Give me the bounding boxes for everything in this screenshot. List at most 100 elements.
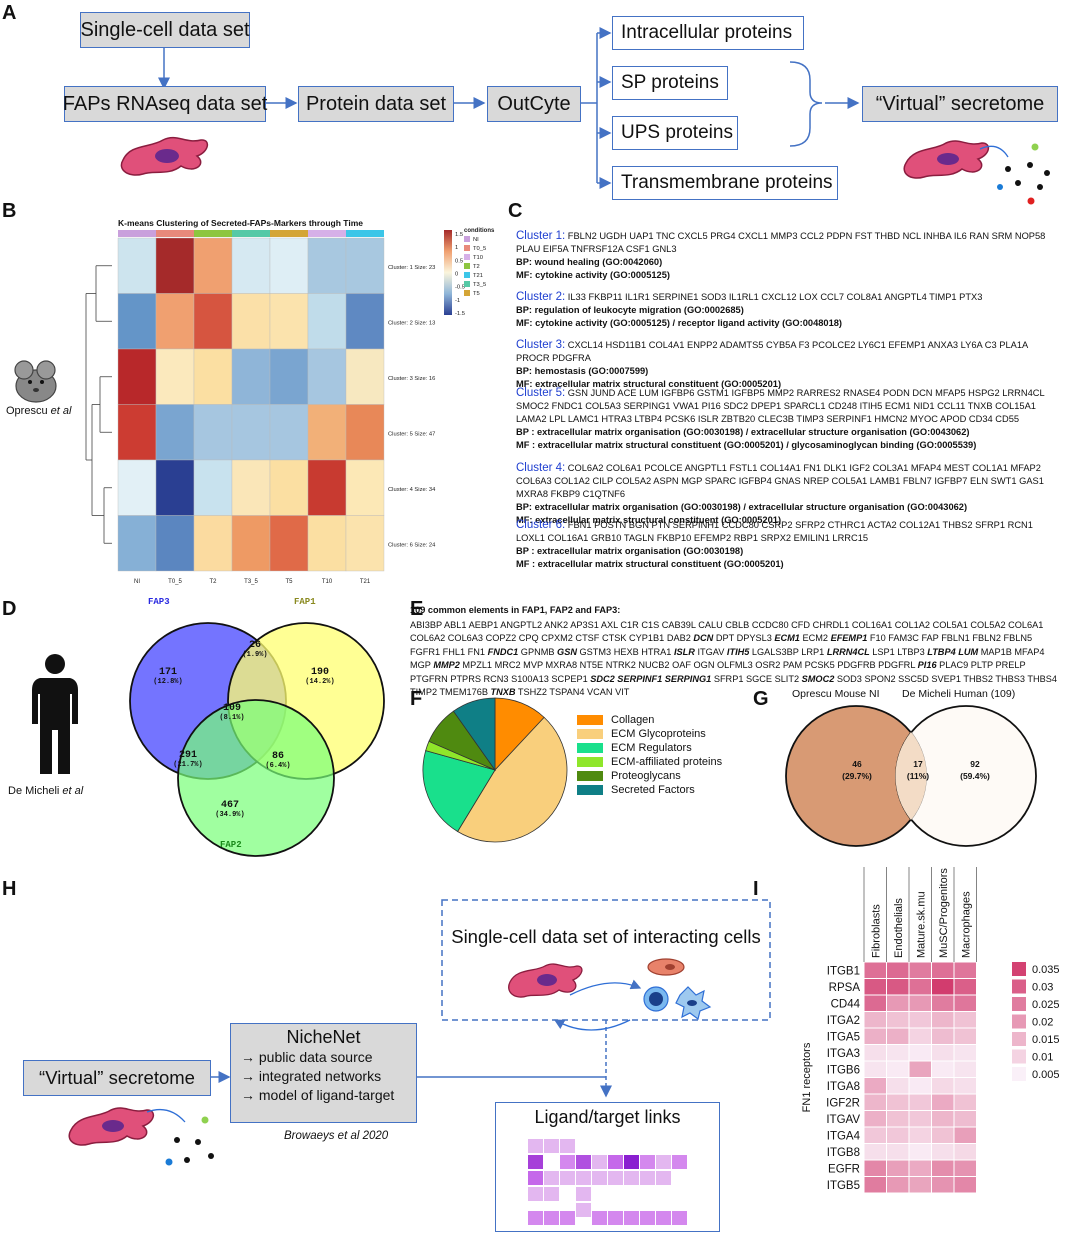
heatmap-cell [345,459,385,516]
cluster-label: Cluster: 3 Size: 16 [388,376,435,382]
condition-swatch [464,290,470,296]
receptor-row-label: ITGA8 [827,1081,860,1093]
condition-swatch [464,263,470,269]
condition-label: T3_5 [473,282,486,288]
panel-h-lines [211,899,771,1098]
pie-slice [422,750,496,833]
receptor-row-label: ITGB8 [827,1147,860,1159]
interacting-cells-icon [643,958,712,1021]
receptor-column-label: Fibroblasts [870,904,882,958]
venn-region-label: 171(12.8%) [153,667,183,686]
common-elements-heading: 109 common elements in FAP1, FAP2 and FA… [410,605,621,615]
receptor-legend-label: 0.02 [1032,1017,1053,1029]
cluster-genes: Cluster 1: FBLN2 UGDH UAP1 TNC CXCL5 PRG… [516,230,1046,254]
venn-region-label: 26(1.9%) [242,640,268,659]
receptor-heatmap-cell [908,1060,932,1078]
cluster-block: Cluster 4: COL6A2 COL6A1 PCOLCE ANGPTL1 … [516,462,1056,527]
condition-swatch [464,236,470,242]
heatmap-cell [193,404,233,461]
condition-swatch [464,254,470,260]
condition-bar-cell [118,230,156,237]
condition-label: T5 [473,291,480,297]
panel-letter-h: H [2,878,17,900]
receptor-heatmap-cell [863,1077,887,1095]
virtual-secretome-cell-icon [68,1107,214,1166]
panel-letter-d: D [2,598,17,620]
receptor-row-label: ITGA3 [827,1048,860,1060]
heatmap-cell [345,404,385,461]
receptor-heatmap-cell [953,994,977,1012]
pie-legend-swatch [577,729,603,739]
receptor-legend-label: 0.015 [1032,1034,1060,1046]
heatmap-cell [231,404,271,461]
pie-legend-swatch [577,771,603,781]
panel-letter-a: A [2,2,17,24]
heatmap-cell [155,293,195,350]
receptor-heatmap-cell [863,1044,887,1062]
venn-g-right: 92(59.4%) [960,759,990,781]
receptor-heatmap-cell [953,1143,977,1161]
fap1-label: FAP1 [294,597,316,607]
receptor-heatmap-cell [953,1110,977,1128]
nichenet-title: NicheNet [286,1027,361,1047]
receptor-heatmap-cell [886,1159,910,1177]
receptor-heatmap-cell [931,1060,955,1078]
panel-letter-b: B [2,200,17,222]
heatmap-cell [307,293,347,350]
column-label: T3_5 [244,579,258,585]
receptor-heatmap-cell [908,961,932,979]
heatmap-cell [307,404,347,461]
receptor-heatmap-cell [953,1060,977,1078]
cluster-mf: MF: extracellular matrix structural cons… [516,379,782,389]
panel-letter-c: C [508,200,523,222]
venn-g-left: 46(29.7%) [842,759,872,781]
receptor-heatmap-cell [863,1176,887,1194]
virtual-secretome-h-box: “Virtual” secretome [23,1060,211,1096]
condition-label: T21 [473,273,483,279]
cluster-heading: Cluster 3: [516,339,566,351]
venn-region-label: 190(14.2%) [305,667,335,686]
receptor-legend-swatch [1012,979,1026,994]
pie-legend-item: Proteoglycans [577,770,681,782]
receptor-heatmap-cell [886,1126,910,1144]
receptor-heatmap: ITGB1RPSACD44ITGA2ITGA5ITGA3ITGB6ITGA8IG… [801,867,1060,1194]
receptor-heatmap-cell [931,961,955,979]
human-silhouette-icon [32,654,78,774]
heatmap-cell [345,348,385,405]
cluster-mf: MF: cytokine activity (GO:0005125) / rec… [516,318,843,328]
venn-region-label: 467(34.9%) [215,800,245,819]
receptor-row-label: ITGAV [826,1114,860,1126]
pie-legend-label: ECM-affiliated proteins [611,756,723,768]
receptor-heatmap-cell [953,1027,977,1045]
receptor-legend-swatch [1012,1049,1026,1064]
cluster-mf: MF: extracellular matrix structural cons… [516,515,782,525]
cluster-genes: Cluster 2: IL33 FKBP11 IL1R1 SERPINE1 SO… [516,291,983,303]
heatmap-cell [345,515,385,572]
heatmap-cell [269,404,309,461]
demicheli-attribution: De Micheli et al [8,785,84,797]
cluster-label: Cluster: 6 Size: 24 [388,542,436,548]
condition-bar-cell [194,230,232,237]
column-label: NI [134,579,140,585]
receptor-heatmap-cell [886,1027,910,1045]
condition-bar-cell [270,230,308,237]
heatmap-cell [193,237,233,294]
cluster-heading: Cluster 1: [516,230,566,242]
single-cell-box: Single-cell data set [80,12,250,48]
column-label: T2 [209,579,217,585]
venn-g-middle: 17(11%) [906,759,930,781]
condition-label: T0_5 [473,246,486,252]
heatmap-cell [231,237,271,294]
receptor-heatmap-cell [886,1176,910,1194]
colorbar-tick: -1 [455,298,460,304]
receptor-heatmap-cell [908,1027,932,1045]
colorbar [444,230,452,315]
receptor-heatmap-cell [953,1176,977,1194]
colorbar-tick: 0 [455,272,458,278]
receptor-row-label: EGFR [828,1163,860,1175]
cluster-genes: Cluster 5: GSN JUND ACE LUM IGFBP6 GSTM1… [516,387,1045,424]
cluster-block: Cluster 1: FBLN2 UGDH UAP1 TNC CXCL5 PRG… [516,230,1056,282]
receptor-heatmap-cell [953,978,977,996]
receptor-row-label: ITGA4 [827,1130,861,1142]
cluster-mf: MF : extracellular matrix structural con… [516,440,977,450]
